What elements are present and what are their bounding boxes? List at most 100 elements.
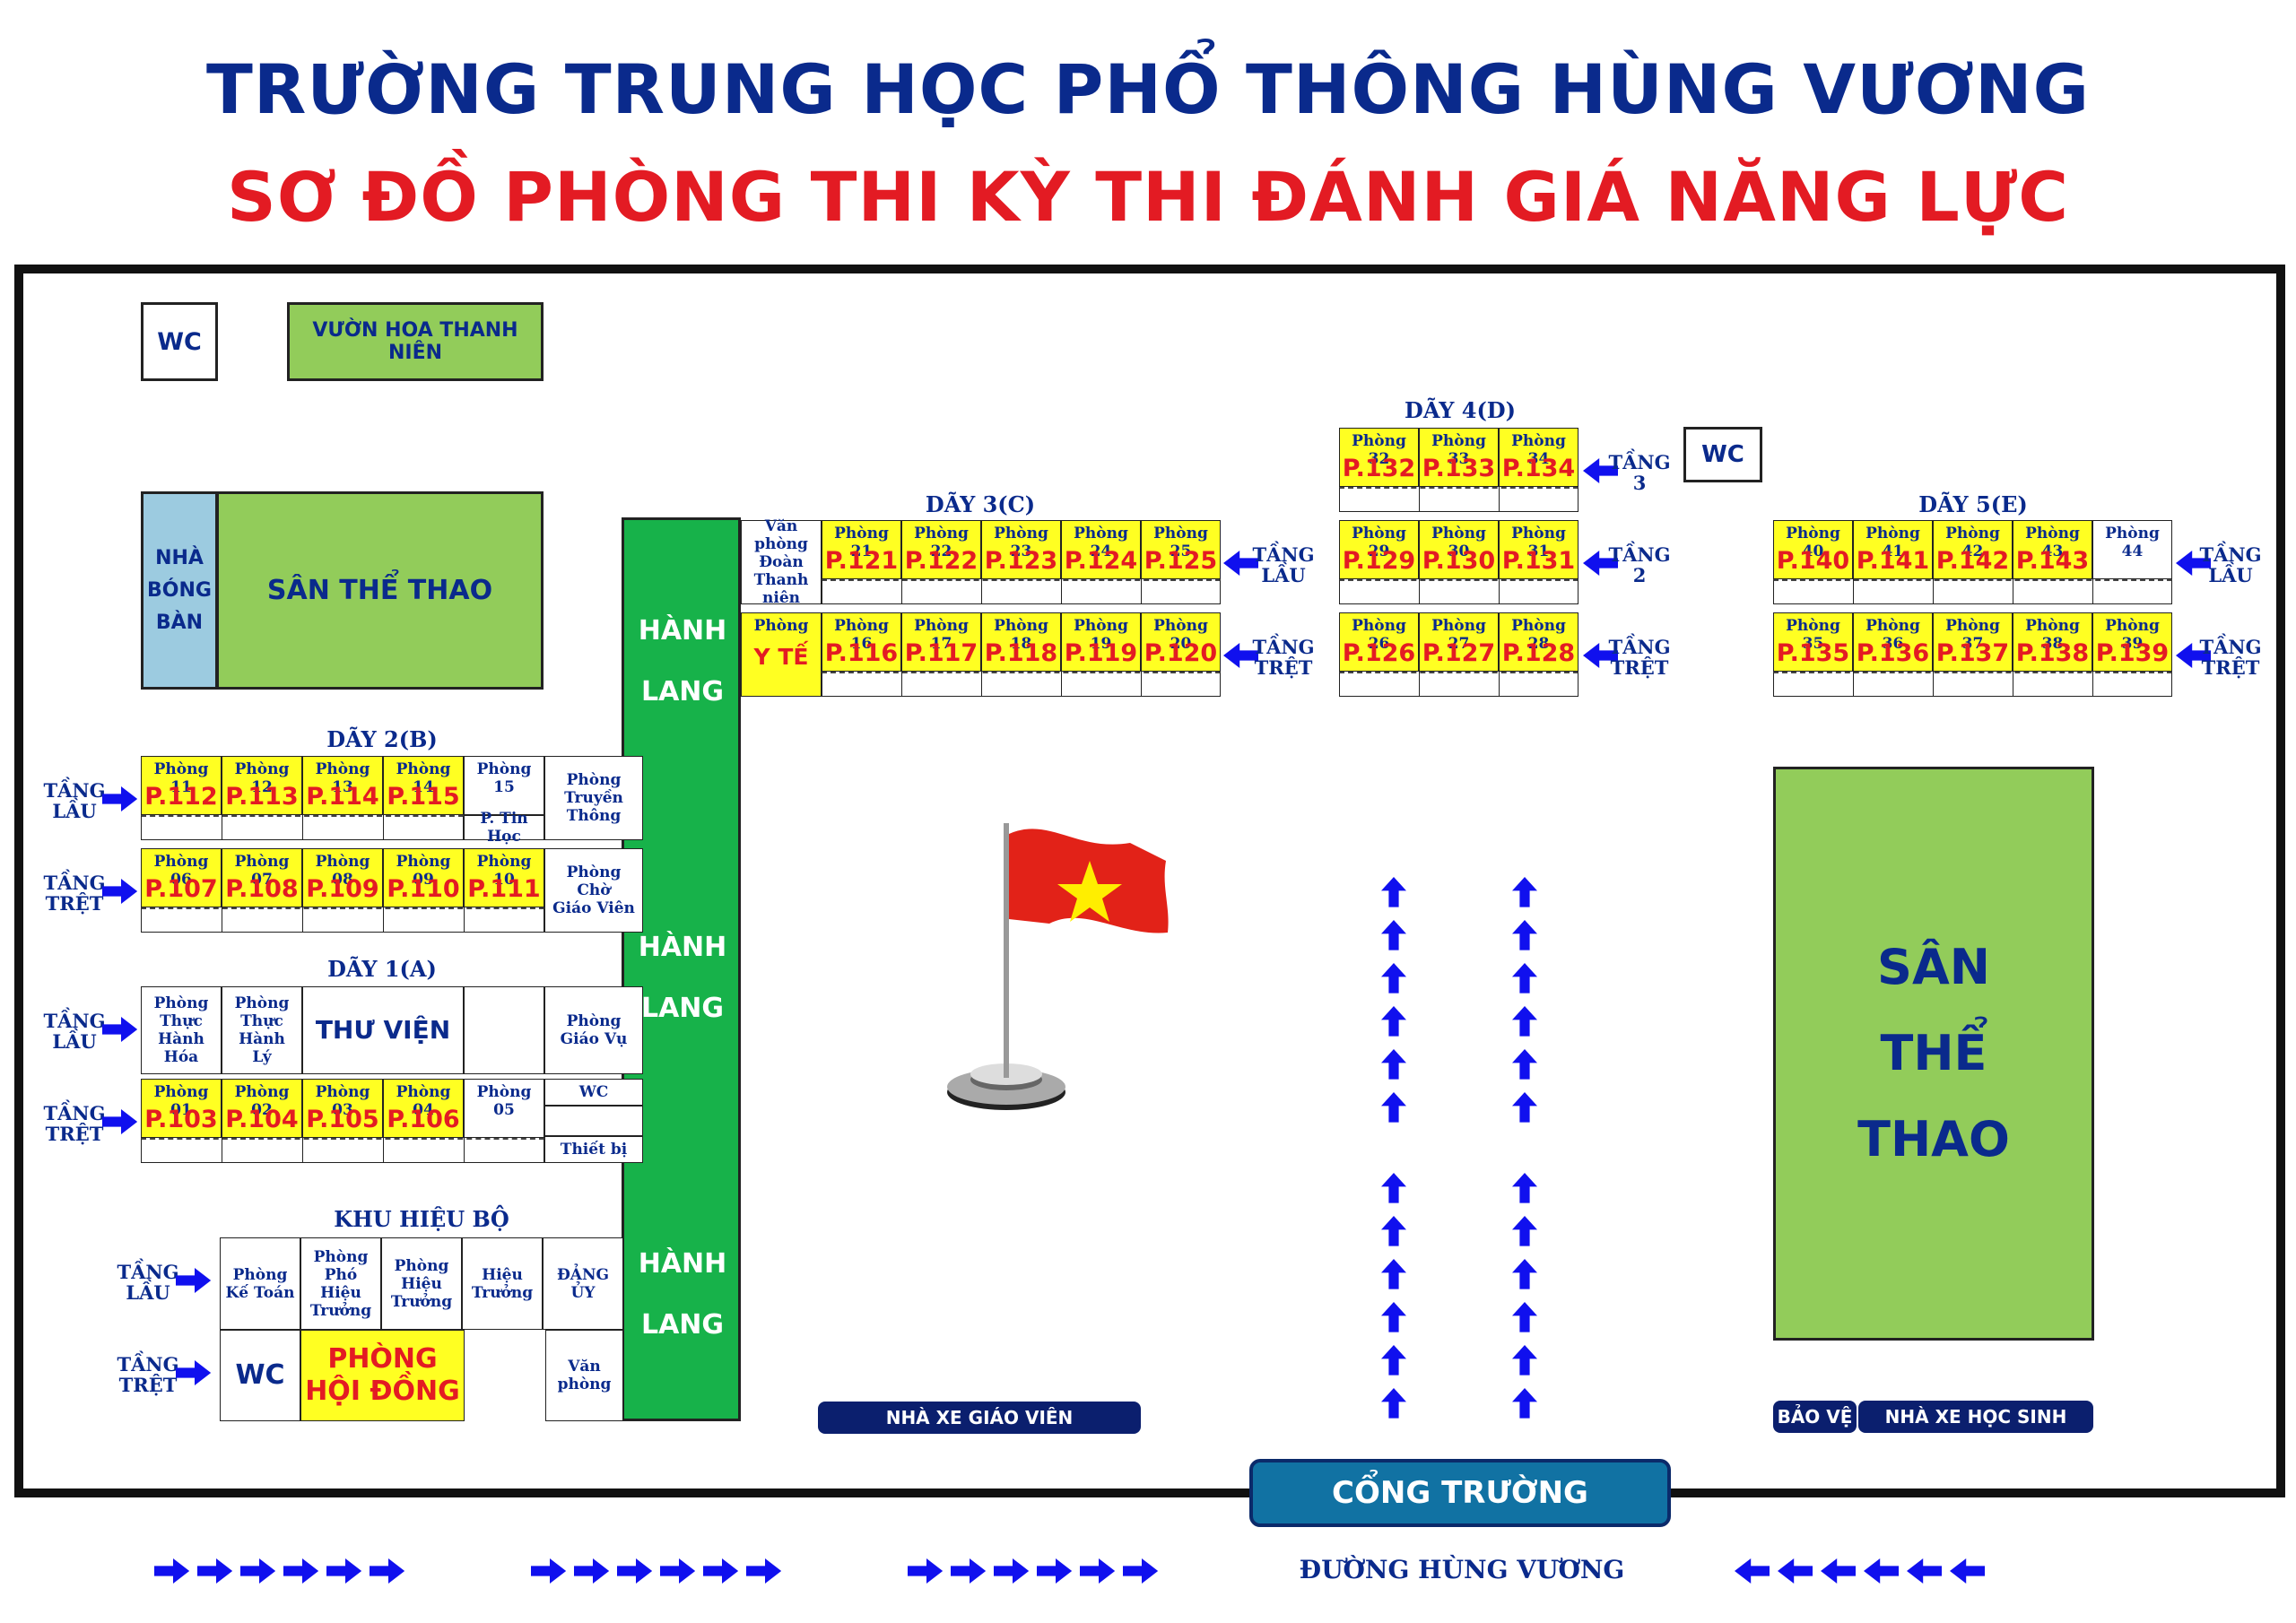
dashed-strip (141, 907, 544, 933)
arrow-right-icon (154, 1558, 190, 1584)
arrow-right-icon (283, 1558, 319, 1584)
strip-divider (1419, 579, 1420, 604)
strip-divider (383, 815, 384, 840)
room-text: THƯ VIỆN (315, 1015, 451, 1045)
room-code: P.135 (1776, 639, 1850, 667)
room-code: P.107 (144, 875, 218, 903)
room-label: Phòng 17 (914, 617, 969, 653)
room-text: Phòng Hiệu Trưởng (390, 1256, 453, 1311)
admin-office-room: Văn phòng (545, 1330, 623, 1421)
room-code: P.112 (144, 783, 218, 811)
room-text: Phòng Giáo Vụ (560, 1012, 628, 1048)
floor-label-ground: TẦNG TRỆT (2199, 636, 2262, 679)
room-label: Phòng 39 (2105, 617, 2160, 653)
arrow-left-icon (1223, 643, 1259, 668)
arrow-left-icon (2176, 643, 2212, 668)
dashed-strip (822, 579, 1221, 604)
arrow-up-icon (1512, 1092, 1537, 1123)
room-label: Phòng 19 (1074, 617, 1128, 653)
room-text: P. Tin Học (480, 810, 528, 846)
arrow-right-icon (660, 1558, 696, 1584)
room-label: Phòng 14 (396, 760, 451, 796)
room-text: Hiệu Trưởng (471, 1265, 534, 1302)
room-code: P.136 (1856, 639, 1930, 667)
room-code: P.139 (2095, 639, 2170, 667)
arrow-right-icon (102, 786, 138, 812)
arrow-up-icon (1512, 1345, 1537, 1376)
strip-divider (901, 672, 902, 697)
floor-label-upper: TẦNG LẦU (43, 1010, 106, 1053)
room-label: Phòng 04 (396, 1083, 451, 1119)
strip-divider (1933, 672, 1934, 697)
block-b-title: DÃY 2(B) (326, 726, 438, 752)
room-label: Phòng 18 (994, 617, 1048, 653)
wc-admin: WC (220, 1330, 300, 1421)
room-label: Phòng 21 (834, 525, 889, 560)
dashed-strip (141, 1138, 544, 1163)
corridor-label-2: HÀNH LANG (638, 932, 727, 1024)
council-hall-text: PHÒNG HỘI ĐỒNG (305, 1343, 460, 1407)
room-code: P.137 (1935, 639, 2010, 667)
corridor: HÀNH LANG HÀNH LANG HÀNH LANG (622, 517, 741, 1421)
dashed-strip (1339, 672, 1578, 697)
floor-label-upper: TẦNG LẦU (1252, 543, 1315, 586)
computer-room: P. Tin Học (464, 810, 544, 846)
room-label: Phòng 16 (834, 617, 889, 653)
floor-label-upper: TẦNG LẦU (43, 779, 106, 822)
strip-divider (981, 672, 982, 697)
floor-label-3: TẦNG 3 (1608, 451, 1671, 494)
table-tennis-house: NHÀ BÓNG BÀN (141, 491, 218, 690)
room-code: P.132 (1342, 455, 1416, 482)
room-code: P.118 (984, 639, 1058, 667)
room-code: P.143 (2015, 547, 2090, 575)
room-code: P.105 (306, 1106, 379, 1133)
room-text (466, 987, 542, 1073)
arrow-right-icon (703, 1558, 739, 1584)
room-label: Phòng 31 (1511, 525, 1566, 560)
block-a-title: DÃY 1(A) (327, 956, 437, 982)
room-code: P.111 (467, 875, 541, 903)
floor-label-ground: TẦNG TRỆT (117, 1353, 179, 1396)
room-code: P.130 (1422, 547, 1496, 575)
room-code: P.140 (1776, 547, 1850, 575)
exam-room: Phòng 05 (464, 1079, 544, 1138)
room-label: Phòng 13 (315, 760, 370, 796)
arrow-up-icon (1512, 1006, 1537, 1037)
arrow-up-icon (1512, 1173, 1537, 1203)
room-label: Phòng 07 (234, 853, 290, 889)
room-label: Phòng (753, 617, 809, 635)
floor-label-ground: TẦNG TRỆT (43, 1102, 106, 1145)
page-title: TRƯỜNG TRUNG HỌC PHỔ THÔNG HÙNG VƯƠNG (206, 49, 2090, 129)
arrow-left-icon (1821, 1558, 1857, 1584)
strip-divider (302, 815, 303, 840)
arrow-up-icon (1381, 1259, 1406, 1289)
room-label: Phòng 27 (1431, 617, 1486, 653)
strip-divider (1419, 672, 1420, 697)
room-text: ĐẢNG ỦY (556, 1265, 610, 1302)
room-text: Phòng Chờ Giáo Viên (552, 864, 635, 917)
road-name: ĐƯỜNG HÙNG VƯƠNG (1299, 1555, 1625, 1584)
room-label: Phòng 34 (1511, 432, 1566, 468)
arrow-up-icon (1512, 1049, 1537, 1080)
guard-house: BẢO VỆ (1773, 1401, 1857, 1433)
sports-field-large: SÂN THỂ THAO (1773, 767, 2094, 1341)
arrow-right-icon (1123, 1558, 1159, 1584)
room-text: WC (235, 1359, 285, 1391)
admin-office: ĐẢNG ỦY (543, 1237, 623, 1330)
room-label: Phòng 42 (1945, 525, 2000, 560)
admin-office: Hiệu Trưởng (462, 1237, 543, 1330)
